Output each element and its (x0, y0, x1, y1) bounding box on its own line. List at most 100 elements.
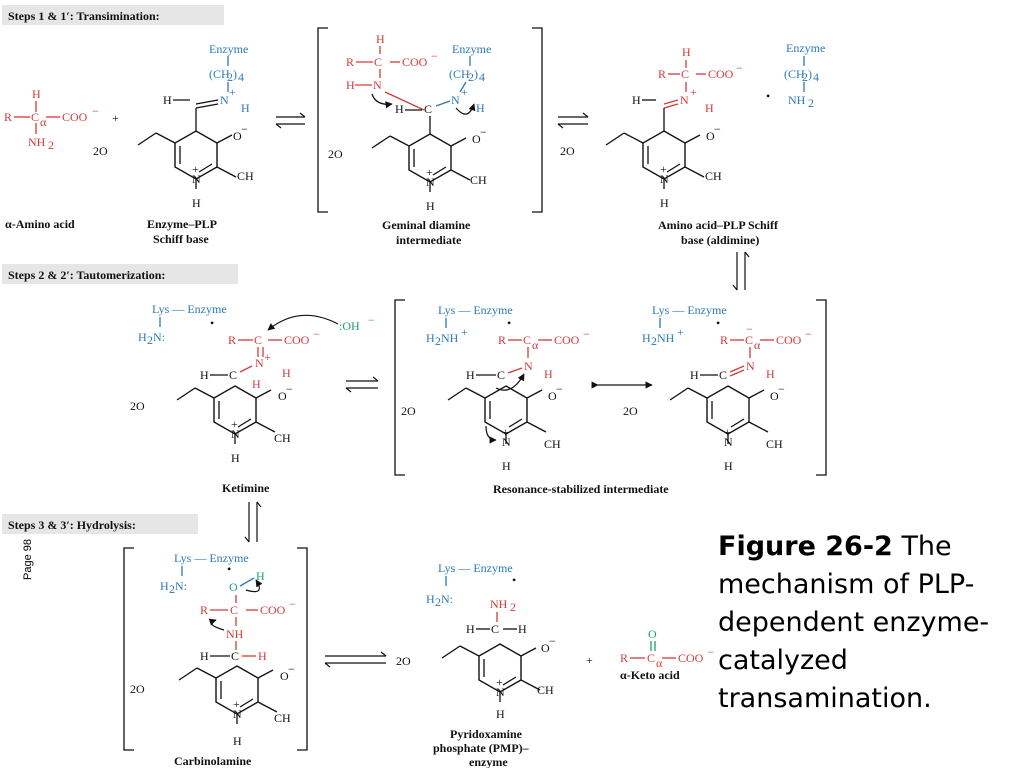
step1-header-bg (2, 5, 224, 25)
svg-text:−: − (714, 122, 721, 136)
equilibrium-arrow-1 (275, 112, 306, 129)
svg-text:H: H (496, 707, 505, 721)
svg-text:CH: CH (274, 431, 291, 445)
svg-text:+: + (677, 325, 684, 339)
svg-text:O: O (407, 404, 416, 418)
svg-text:•: • (507, 316, 511, 330)
svg-text:N: N (373, 78, 382, 92)
page-number: Page 98 (22, 539, 34, 580)
figure-number: Figure 26-2 (718, 531, 893, 562)
svg-text:C: C (31, 110, 39, 124)
alpha-keto-acid-structure: O R C α COO − (620, 627, 714, 670)
svg-text:−: − (707, 645, 714, 659)
svg-text:NH: NH (28, 135, 46, 149)
svg-text:2: 2 (802, 70, 808, 84)
svg-text:+: + (690, 85, 697, 99)
alpha-amino-acid-label: α-Amino acid (5, 217, 75, 231)
svg-text:CH: CH (470, 173, 487, 187)
svg-text:2: 2 (169, 582, 175, 596)
svg-text:O: O (280, 669, 289, 683)
svg-text:α: α (754, 338, 761, 352)
equilibrium-arrow-2 (557, 112, 589, 129)
svg-text:H: H (282, 366, 291, 380)
svg-text:C: C (681, 67, 689, 81)
equilibrium-arrow-3 (345, 376, 379, 393)
plus-sign-2: + (586, 653, 593, 667)
svg-text:Lys — Enzyme: Lys — Enzyme (174, 551, 249, 565)
svg-text:H: H (241, 101, 250, 115)
svg-text:COO: COO (554, 333, 580, 347)
svg-text:NH: NH (226, 627, 244, 641)
svg-text:CH: CH (237, 169, 254, 183)
svg-text:+: + (502, 425, 509, 439)
svg-text:H: H (705, 101, 714, 115)
svg-text:H: H (690, 368, 699, 382)
figure-caption-text: The mechanism of PLP-dependent enzyme-ca… (718, 531, 990, 714)
svg-text:H: H (256, 569, 265, 583)
ketimine-structure: Lys — Enzyme H 2 N: • :OH − R C COO − N … (130, 302, 375, 465)
svg-text:O: O (334, 147, 343, 161)
svg-text:H: H (192, 196, 201, 210)
svg-text:O: O (472, 132, 481, 146)
alpha-amino-acid-structure: H R C α COO − NH 2 (4, 87, 99, 152)
svg-text:−: − (549, 634, 556, 648)
svg-text:H: H (231, 451, 240, 465)
svg-text:N: N (680, 93, 689, 107)
svg-text:NH: NH (657, 331, 675, 345)
svg-text:2: 2 (623, 404, 629, 418)
svg-text:C: C (229, 368, 237, 382)
svg-text:−: − (480, 125, 487, 139)
aldimine-structure: H R C COO − N + H H O − CH 2 O N + H • E… (560, 41, 825, 210)
svg-text:R: R (4, 110, 12, 124)
svg-text:R: R (720, 333, 728, 347)
svg-text:Enzyme: Enzyme (209, 42, 248, 56)
svg-text:O: O (402, 654, 411, 668)
svg-text:+: + (426, 165, 433, 179)
svg-text:+: + (264, 350, 271, 364)
svg-text:H: H (476, 101, 485, 115)
svg-text:Enzyme: Enzyme (786, 41, 825, 55)
svg-text:N:: N: (175, 579, 187, 593)
svg-text:−: − (288, 662, 295, 676)
svg-text:α: α (40, 115, 47, 129)
svg-text:O: O (548, 389, 557, 403)
svg-text:N: N (426, 175, 435, 189)
svg-text:H: H (138, 330, 147, 344)
svg-text:N: N (192, 172, 201, 186)
svg-text:NH: NH (788, 93, 806, 107)
svg-text:−: − (241, 122, 248, 136)
geminal-diamine-structure: H R C COO − H N Enzyme (CH 2 ) 4 N + H H… (317, 27, 543, 213)
svg-text:H: H (32, 87, 41, 101)
pmp-label-1: Pyridoxamine (450, 727, 523, 741)
equilibrium-arrow-vertical-2 (244, 501, 262, 543)
alpha-keto-acid-label: α-Keto acid (620, 668, 680, 682)
svg-text:2: 2 (468, 70, 474, 84)
svg-text:): ) (808, 67, 812, 81)
svg-text:−: − (805, 327, 812, 341)
svg-text:C: C (230, 603, 238, 617)
svg-text:COO: COO (678, 651, 704, 665)
svg-text:H: H (426, 592, 435, 606)
plus-sign: + (112, 111, 119, 125)
figure-caption: Figure 26-2 The mechanism of PLP-depende… (718, 528, 1018, 718)
svg-text:N: N (524, 359, 533, 373)
svg-text:(CH: (CH (449, 67, 470, 81)
svg-text:Lys — Enzyme: Lys — Enzyme (438, 303, 513, 317)
svg-text:H: H (258, 649, 267, 663)
svg-text:): ) (474, 67, 478, 81)
svg-text:+: + (461, 325, 468, 339)
svg-text:R: R (620, 651, 628, 665)
svg-text:2: 2 (435, 595, 441, 609)
svg-text:CH: CH (766, 437, 783, 451)
svg-text:2: 2 (560, 144, 566, 158)
svg-text:N: N (660, 172, 669, 186)
svg-text:−: − (736, 61, 743, 75)
svg-text:H: H (252, 377, 261, 391)
enzyme-plp-schiff-base-structure: Enzyme (CH 2 ) 4 N + H H O − CH 2 O N + … (93, 42, 254, 210)
svg-text:•: • (766, 89, 770, 103)
svg-text:2: 2 (147, 333, 153, 347)
geminal-diamine-label-1: Geminal diamine (382, 218, 471, 232)
svg-text:4: 4 (238, 70, 244, 84)
svg-text:+: + (231, 417, 238, 431)
